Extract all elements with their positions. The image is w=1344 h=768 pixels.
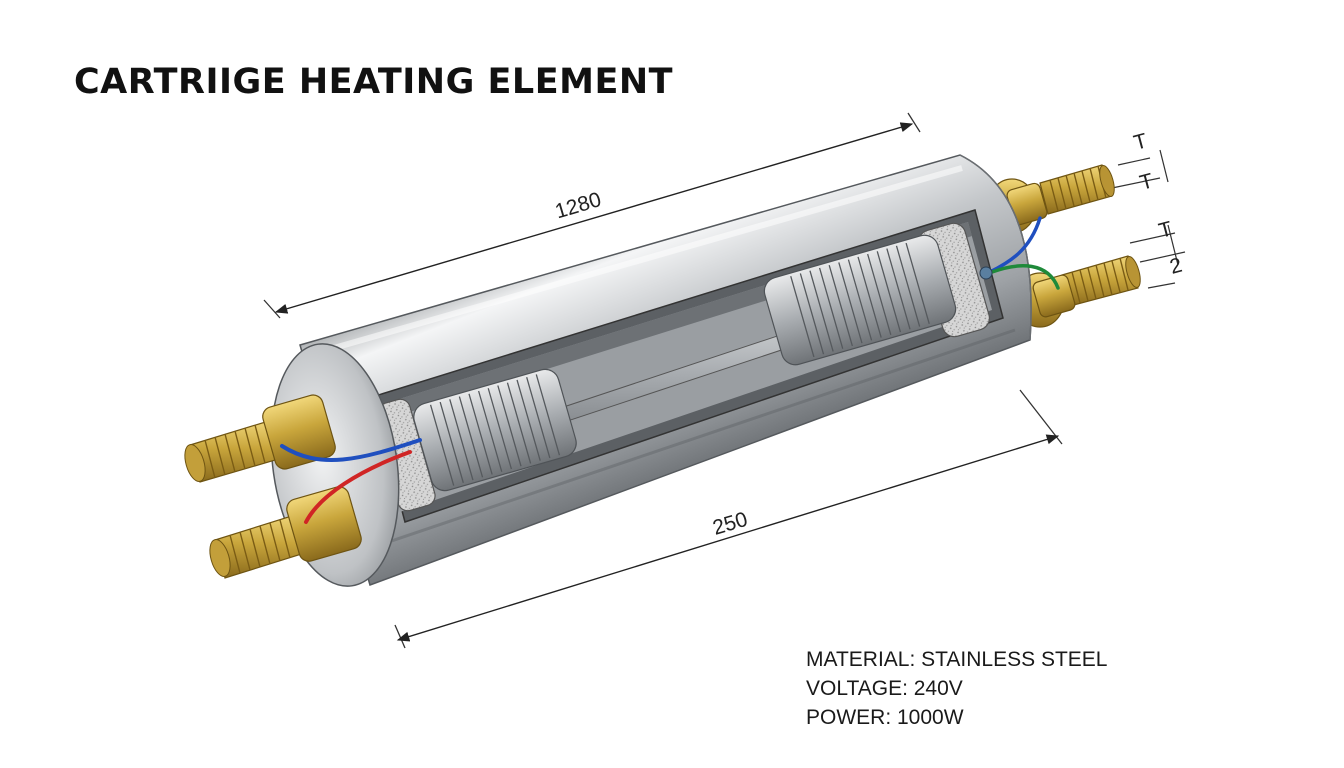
wire-red-left	[304, 450, 412, 524]
dimension-length-bottom: 250	[710, 508, 750, 540]
spec-power: POWER: 1000W	[806, 706, 964, 729]
dimension-mark-1: T	[1131, 129, 1150, 155]
dimension-mark-5: 2	[1167, 254, 1184, 279]
spec-material: MATERIAL: STAINLESS STEEL	[806, 648, 1108, 671]
heating-coil-left	[413, 368, 577, 492]
spec-voltage: VOLTAGE: 240V	[806, 677, 963, 700]
dimension-mark-3: T	[1156, 217, 1175, 243]
dimension-mark-2: T	[1137, 169, 1156, 195]
dimension-length-top: 1280	[552, 188, 603, 223]
left-terminal-top	[184, 394, 336, 483]
left-terminal-bottom	[209, 486, 362, 579]
wire-blue-left	[280, 438, 422, 462]
dimension-bottom: 250	[394, 389, 1063, 649]
dimension-right	[1111, 149, 1186, 289]
spec-block: MATERIAL: STAINLESS STEEL VOLTAGE: 240V …	[806, 645, 1107, 732]
heating-coil-right	[763, 234, 957, 366]
wire-green-right	[979, 264, 1060, 290]
diagram-title: CARTRIIGE HEATING ELEMENT	[74, 62, 674, 102]
